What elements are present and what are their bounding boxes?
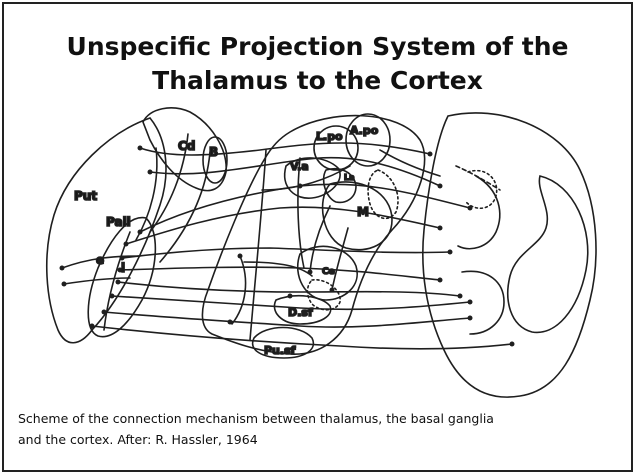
pallidum-outline [88,218,155,337]
cortex-outline [423,113,596,397]
label-dsf: D.sf [288,306,313,319]
thalamus-division-4 [244,262,312,276]
thalamus-division-1 [250,150,266,340]
projection-fibers [62,134,512,349]
label-lpo: L.po [316,130,343,143]
label-va: V.a [290,160,309,173]
label-ce: Ce [322,267,335,277]
label-pusf: Pu.sf [264,344,296,357]
label-pall: Pall [106,215,131,229]
fiber-endpoints [60,146,515,347]
label-cd: Cd [178,139,195,153]
label-i: i [121,261,125,275]
cortex-gyrus-1 [508,176,588,332]
label-la: La [344,173,355,182]
label-put: Put [74,189,97,203]
label-b: B [209,145,218,159]
label-e: e [96,253,104,267]
label-apo: A.po [350,124,379,137]
stipple-zone-right [368,170,398,218]
label-m: M [357,205,369,219]
